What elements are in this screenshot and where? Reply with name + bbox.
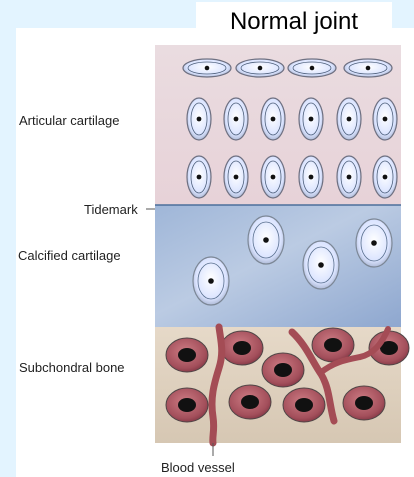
- chondrocyte: [299, 98, 323, 140]
- bone-cell: [221, 331, 263, 365]
- bone-cell: [166, 338, 208, 372]
- calcified-chondrocyte: [303, 241, 339, 289]
- subchondral-bone-label: Subchondral bone: [19, 360, 125, 376]
- chondrocyte: [187, 156, 211, 198]
- bone-cell: [262, 353, 304, 387]
- chondrocyte: [337, 98, 361, 140]
- chondrocyte: [337, 156, 361, 198]
- chondrocyte: [224, 156, 248, 198]
- chondrocyte: [187, 98, 211, 140]
- bone-cell: [283, 388, 325, 422]
- bone-cell: [343, 386, 385, 420]
- chondrocyte: [373, 98, 397, 140]
- flattened-chondrocyte: [288, 59, 336, 77]
- chondrocyte: [299, 156, 323, 198]
- flattened-chondrocyte: [344, 59, 392, 77]
- flattened-chondrocyte: [236, 59, 284, 77]
- chondrocyte: [224, 98, 248, 140]
- calcified-chondrocyte: [356, 219, 392, 267]
- blood-vessel-label: Blood vessel: [161, 460, 235, 476]
- calcified-cartilage-label: Calcified cartilage: [18, 248, 121, 264]
- bone-cell: [166, 388, 208, 422]
- chondrocyte: [373, 156, 397, 198]
- calcified-chondrocyte: [193, 257, 229, 305]
- flattened-chondrocyte: [183, 59, 231, 77]
- chondrocyte: [261, 98, 285, 140]
- articular-cartilage-label: Articular cartilage: [19, 113, 119, 129]
- tidemark-label: Tidemark: [84, 202, 138, 218]
- diagram-title: Normal joint: [196, 2, 392, 42]
- calcified-chondrocyte: [248, 216, 284, 264]
- bone-cell: [229, 385, 271, 419]
- chondrocyte: [261, 156, 285, 198]
